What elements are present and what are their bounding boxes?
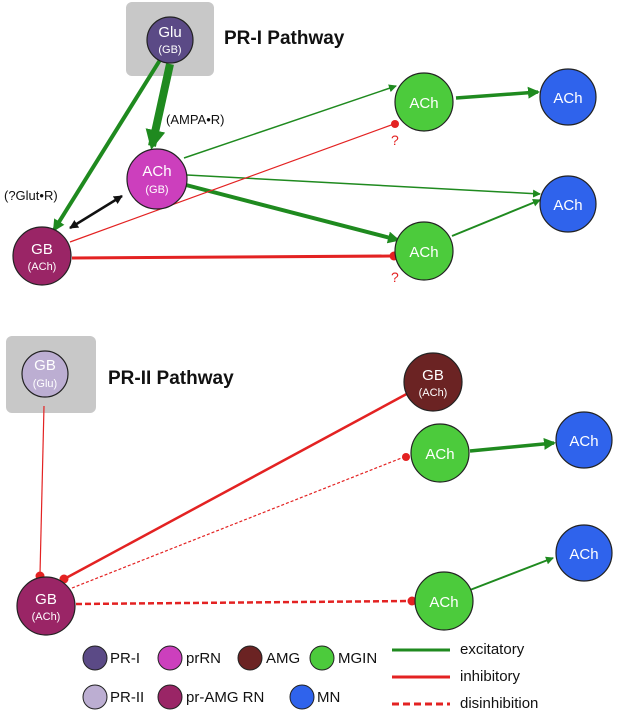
node-ach-top2: ACh <box>394 221 454 281</box>
edge-achgb-to-ach1 <box>183 84 397 159</box>
edge-gbglu-inhib-gbbot <box>39 405 45 575</box>
edge-gb-inhib-ach1 <box>69 123 395 243</box>
edge-gbbot-disinhib-ach1 <box>71 456 405 589</box>
legend-label-pr1: PR-I <box>110 650 140 667</box>
legend-label-mn: MN <box>317 689 340 706</box>
node-mn-bot1: ACh <box>555 411 613 469</box>
question-mark-1: ? <box>391 132 399 148</box>
node-gb-ach-bot: GB (ACh) <box>16 576 76 636</box>
edge-bach1-to-mn1 <box>469 437 556 453</box>
edge-achgb-to-ach2 <box>185 183 400 244</box>
legend-swatch-pramg <box>157 684 183 710</box>
legend-swatch-mgin <box>309 645 335 671</box>
edge-gbbot-disinhib-ach2 <box>75 599 411 606</box>
edge-ach2-to-mn2 <box>451 198 541 237</box>
glut-label: (?Glut•R) <box>4 188 58 203</box>
node-mn-top1: ACh <box>539 68 597 126</box>
node-gb-ach-top: GB (ACh) <box>12 226 72 286</box>
svg-text:ACh: ACh <box>569 433 598 450</box>
node-mn-top2: ACh <box>539 175 597 233</box>
pr2-title: PR-II Pathway <box>108 368 234 389</box>
node-gb-glu: GB (Glu) <box>21 350 69 398</box>
svg-text:(GB): (GB) <box>145 184 168 196</box>
edge-bach2-to-mn2 <box>469 556 554 591</box>
question-mark-2: ? <box>391 269 399 285</box>
legend-swatch-pr2 <box>82 684 108 710</box>
edge-achgb-to-mn2 <box>186 174 541 198</box>
svg-text:(Glu): (Glu) <box>33 378 57 390</box>
legend-label-pr2: PR-II <box>110 689 144 706</box>
legend-label-prrn: prRN <box>186 650 221 667</box>
svg-text:ACh: ACh <box>429 594 458 611</box>
node-mn-bot2: ACh <box>555 524 613 582</box>
legend: PR-I prRN AMG MGIN PR-II pr-AMG RN MN ex… <box>82 641 538 712</box>
svg-text:Glu: Glu <box>158 24 181 41</box>
svg-text:(GB): (GB) <box>158 44 181 56</box>
node-ach-top1: ACh <box>394 72 454 132</box>
edge-ach1-to-mn1 <box>455 86 540 100</box>
legend-swatch-pr1 <box>82 645 108 671</box>
legend-label-amg: AMG <box>266 650 300 667</box>
legend-swatch-amg <box>237 645 263 671</box>
disinhib-dot-ach2 <box>407 596 417 606</box>
svg-text:ACh: ACh <box>569 546 598 563</box>
legend-label-excitatory: excitatory <box>460 641 525 658</box>
svg-text:GB: GB <box>31 241 53 258</box>
node-gb-ach-amg: GB (ACh) <box>403 352 463 412</box>
ampa-label: (AMPA•R) <box>166 112 224 127</box>
disinhib-dot-ach1 <box>402 453 410 461</box>
node-ach-gb: ACh (GB) <box>126 148 188 210</box>
legend-label-disinhibition: disinhibition <box>460 695 538 712</box>
svg-text:ACh: ACh <box>425 446 454 463</box>
svg-text:(ACh): (ACh) <box>28 261 57 273</box>
svg-text:ACh: ACh <box>409 95 438 112</box>
node-ach-bot1: ACh <box>410 423 470 483</box>
svg-text:GB: GB <box>34 357 56 374</box>
svg-text:ACh: ACh <box>142 163 171 180</box>
svg-text:ACh: ACh <box>553 90 582 107</box>
svg-text:(ACh): (ACh) <box>32 611 61 623</box>
legend-label-mgin: MGIN <box>338 650 377 667</box>
legend-swatch-prrn <box>157 645 183 671</box>
edge-glu-to-ach-gb <box>145 63 174 150</box>
svg-text:ACh: ACh <box>409 244 438 261</box>
edge-gb-inhib-ach2 <box>71 254 393 260</box>
svg-text:GB: GB <box>422 367 444 384</box>
svg-text:(ACh): (ACh) <box>419 387 448 399</box>
pr1-title: PR-I Pathway <box>224 28 345 49</box>
node-ach-bot2: ACh <box>414 571 474 631</box>
svg-text:ACh: ACh <box>553 197 582 214</box>
inhib-dot-ach1 <box>391 120 399 128</box>
edge-amg-inhib-gbbot <box>65 388 415 580</box>
node-glu-gb: Glu (GB) <box>146 16 194 64</box>
legend-swatch-mn <box>289 684 315 710</box>
legend-label-inhibitory: inhibitory <box>460 668 521 685</box>
svg-text:GB: GB <box>35 591 57 608</box>
legend-label-pramg: pr-AMG RN <box>186 689 264 706</box>
edge-gb-ach-bidirectional <box>69 194 123 230</box>
